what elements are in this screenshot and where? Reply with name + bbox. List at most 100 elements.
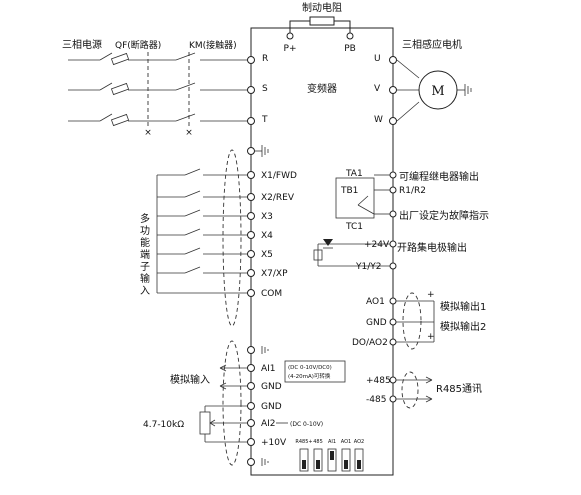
svg-text:入: 入 bbox=[140, 286, 150, 297]
terminal-tb1-label: TB1 bbox=[340, 186, 358, 196]
open-collector-circuit bbox=[313, 239, 390, 267]
terminal-24v bbox=[389, 240, 397, 248]
terminal-gnd2-label: GND bbox=[261, 402, 282, 412]
svg-text:×: × bbox=[185, 128, 193, 138]
terminal-tc1-label: TC1 bbox=[345, 222, 363, 232]
terminal-u bbox=[389, 56, 397, 64]
r485-comm-label: R485通讯 bbox=[436, 383, 482, 395]
motor-wiring bbox=[396, 59, 472, 122]
relay-output-label: 可编程继电器输出 bbox=[399, 170, 479, 183]
ai1-note1: (DC 0-10V/DC0) bbox=[288, 365, 332, 371]
relay-box bbox=[335, 177, 375, 219]
terminal-pb bbox=[346, 32, 354, 40]
terminal-ao-gnd bbox=[389, 318, 397, 326]
svg-text:AO2: AO2 bbox=[354, 439, 364, 445]
terminal-ai2-label: AI2 bbox=[261, 419, 276, 429]
terminal-ta1 bbox=[389, 171, 397, 179]
ground-icon bbox=[247, 145, 269, 157]
multi-function-input-label: 多 功 能 端 子 输 入 bbox=[140, 212, 150, 297]
terminal-r bbox=[247, 56, 255, 64]
svg-text:功: 功 bbox=[140, 225, 150, 237]
analog-input-label: 模拟输入 bbox=[170, 373, 210, 386]
open-collector-label: 开路集电极输出 bbox=[397, 241, 467, 254]
terminal-p-plus bbox=[286, 32, 294, 40]
terminal-10v-label: +10V bbox=[261, 438, 287, 448]
terminal-com-label: COM bbox=[261, 289, 282, 299]
terminal-w bbox=[389, 117, 397, 125]
terminal-tb1 bbox=[389, 186, 397, 194]
analog-input-wiring bbox=[199, 340, 250, 466]
terminal-485-plus bbox=[389, 376, 397, 384]
terminal-ao1 bbox=[389, 297, 397, 305]
svg-text:端: 端 bbox=[140, 248, 150, 261]
terminal-do-ao2 bbox=[389, 338, 397, 346]
svg-text:输: 输 bbox=[140, 272, 150, 285]
terminal-x5-label: X5 bbox=[261, 250, 273, 260]
svg-text:多: 多 bbox=[140, 212, 150, 225]
svg-text:子: 子 bbox=[140, 261, 150, 273]
terminal-x4-label: X4 bbox=[261, 231, 273, 241]
terminal-t bbox=[247, 117, 255, 125]
analog-output-wiring bbox=[396, 292, 435, 350]
analog-output1-label: 模拟输出1 bbox=[440, 300, 486, 313]
terminal-x3-label: X3 bbox=[261, 212, 273, 222]
r1r2-label: R1/R2 bbox=[399, 186, 426, 196]
terminal-s bbox=[247, 86, 255, 94]
svg-text:能: 能 bbox=[140, 236, 150, 249]
input-terminals bbox=[247, 171, 255, 297]
terminal-v bbox=[389, 86, 397, 94]
terminal-x2-label: X2/REV bbox=[261, 193, 295, 203]
svg-text:AO1: AO1 bbox=[341, 439, 351, 445]
ao2-plus: + bbox=[427, 332, 435, 342]
terminal-r-label: R bbox=[262, 54, 268, 64]
svg-text:AI1: AI1 bbox=[328, 439, 336, 445]
terminal-y1y2 bbox=[389, 262, 397, 270]
p-plus-label: P+ bbox=[284, 44, 297, 54]
terminal-485-minus bbox=[389, 395, 397, 403]
dip-switch-labels: R485+ 485 AI1 AO1 AO2 bbox=[295, 439, 364, 445]
ao1-plus: + bbox=[427, 290, 435, 300]
terminal-gnd1-label: GND bbox=[261, 382, 282, 392]
terminal-24v-label: +24V bbox=[364, 240, 390, 250]
km-label: KM(接触器) bbox=[189, 39, 237, 51]
brake-resistor bbox=[309, 16, 335, 26]
potentiometer-label: 4.7-10kΩ bbox=[143, 420, 184, 430]
power-lines: × × bbox=[68, 52, 250, 138]
svg-text:R485+: R485+ bbox=[295, 439, 312, 445]
input-switches bbox=[156, 149, 250, 327]
terminal-x1-label: X1/FWD bbox=[261, 171, 297, 181]
terminal-ta1-label: TA1 bbox=[345, 169, 363, 179]
qf-label: QF(断路器) bbox=[115, 39, 161, 51]
ai1-note-box bbox=[284, 360, 346, 383]
terminal-v-label: V bbox=[374, 84, 381, 94]
terminal-t-label: T bbox=[261, 115, 268, 125]
inverter-label: 变频器 bbox=[307, 82, 337, 95]
analog-input-terminals bbox=[247, 346, 255, 466]
terminal-s-label: S bbox=[262, 84, 268, 94]
terminal-w-label: W bbox=[374, 115, 383, 125]
ground-icon bbox=[261, 346, 269, 466]
terminal-x7-label: X7/XP bbox=[261, 269, 288, 279]
pb-label: PB bbox=[344, 44, 356, 54]
brake-resistor-label: 制动电阻 bbox=[302, 1, 342, 14]
terminal-do-ao2-label: DO/AO2 bbox=[352, 338, 388, 348]
svg-text:×: × bbox=[144, 128, 152, 138]
factory-fault-label: 出厂设定为故障指示 bbox=[399, 209, 489, 222]
motor-symbol: M bbox=[431, 84, 444, 99]
relay-contacts bbox=[357, 174, 390, 215]
terminal-485-minus-label: -485 bbox=[366, 395, 386, 405]
terminal-ai1-label: AI1 bbox=[261, 364, 276, 374]
svg-text:485: 485 bbox=[313, 439, 323, 445]
ai1-note2: (4-20mA)可转换 bbox=[288, 372, 331, 380]
terminal-u-label: U bbox=[374, 54, 381, 64]
analog-output2-label: 模拟输出2 bbox=[440, 320, 486, 333]
rs485-wiring bbox=[396, 371, 433, 409]
terminal-tc1 bbox=[389, 210, 397, 218]
terminal-ao1-label: AO1 bbox=[366, 297, 385, 307]
three-phase-power-label: 三相电源 bbox=[62, 38, 102, 51]
dip-switches[interactable] bbox=[299, 448, 364, 472]
ai2-note: (DC 0-10V) bbox=[290, 421, 323, 428]
motor-icon bbox=[418, 70, 458, 110]
terminal-y1y2-label: Y1/Y2 bbox=[355, 262, 381, 272]
